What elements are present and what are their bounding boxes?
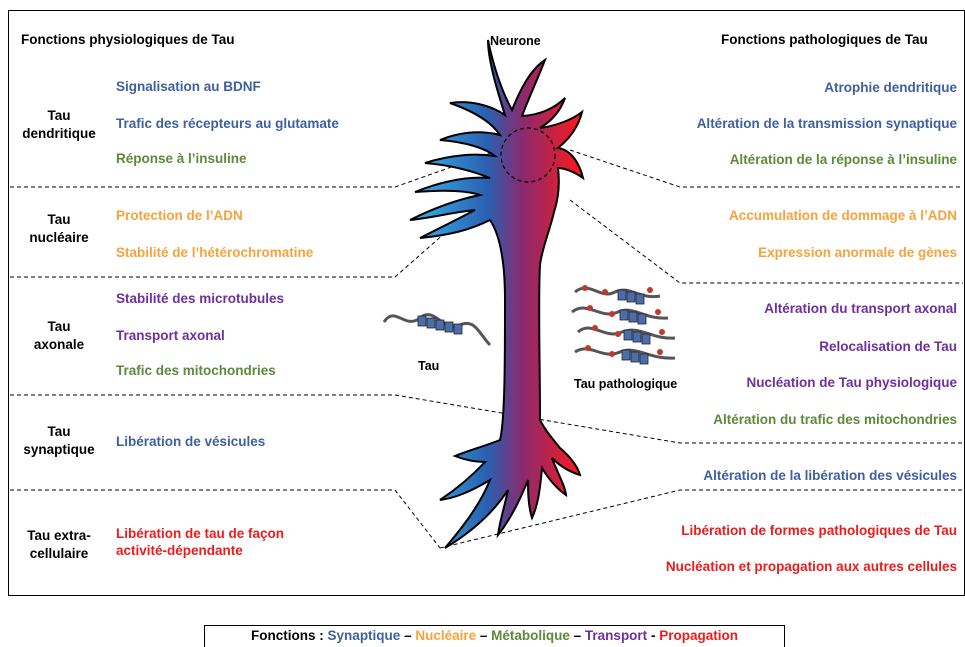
legend-prefix: Fonctions : — [251, 628, 328, 643]
left-item-transport-axonal: Transport axonal — [116, 328, 225, 343]
left-item-mitochondries: Trafic des mitochondries — [116, 363, 276, 378]
legend-sep-4: - — [647, 628, 660, 643]
category-extracellulaire: Tau extra- cellulaire — [27, 528, 91, 561]
right-item-transmission: Altération de la transmission synaptique — [696, 116, 957, 131]
right-item-atrophie: Atrophie dendritique — [824, 80, 957, 95]
right-item-mitochondries: Altération du trafic des mitochondries — [713, 412, 957, 427]
neuron-shape — [409, 39, 585, 549]
tau-pathologique-icon — [571, 286, 676, 360]
legend-propagation: Propagation — [659, 628, 738, 643]
category-dendritique: Tau dendritique — [22, 108, 96, 141]
category-axonale: Tau axonale — [33, 319, 85, 352]
separator-right-2 — [569, 199, 963, 284]
left-item-insuline: Réponse à l’insuline — [116, 151, 247, 166]
legend-nucleaire: Nucléaire — [415, 628, 477, 643]
category-nucleaire: Tau nucléaire — [29, 212, 89, 245]
neuron-label: Neurone — [490, 34, 541, 48]
right-item-relocalisation: Relocalisation de Tau — [819, 339, 957, 354]
right-item-transport: Altération du transport axonal — [764, 301, 957, 316]
right-item-formes-pathologiques: Libération de formes pathologiques de Ta… — [681, 523, 957, 538]
tau-label: Tau — [418, 359, 440, 373]
legend-sep-3: – — [569, 628, 585, 643]
separator-right-3 — [394, 394, 963, 444]
left-item-adn: Protection de l’ADN — [116, 208, 243, 223]
left-item-microtubules: Stabilité des microtubules — [116, 291, 285, 306]
left-item-liberation-tau: Libération de tau de façon activité-dépe… — [116, 526, 285, 558]
separator-right-1 — [569, 149, 963, 188]
right-item-nucleation-physio: Nucléation de Tau physiologique — [746, 375, 957, 390]
left-item-glutamate: Trafic des récepteurs au glutamate — [116, 116, 339, 131]
legend-metabolique: Métabolique — [491, 628, 570, 643]
tau-pathologique-label: Tau pathologique — [574, 377, 678, 391]
separator-left-2 — [10, 179, 506, 278]
separator-left-4 — [10, 489, 441, 549]
left-item-heterochromatine: Stabilité de l’hétérochromatine — [116, 245, 314, 260]
legend-transport: Transport — [584, 628, 648, 643]
legend-synaptique: Synaptique — [327, 628, 401, 643]
left-item-bdnf: Signalisation au BDNF — [116, 79, 261, 94]
right-item-dommage-adn: Accumulation de dommage à l’ADN — [728, 208, 957, 223]
right-item-propagation: Nucléation et propagation aux autres cel… — [665, 559, 957, 574]
separator-right-4 — [439, 489, 963, 549]
legend-sep-1: – — [400, 628, 416, 643]
phosphorylation-dots — [582, 285, 665, 357]
right-item-expression: Expression anormale de gènes — [758, 245, 957, 260]
tau-pathologique-repeats — [617, 289, 651, 365]
header-pathologique: Fonctions pathologiques de Tau — [721, 32, 928, 47]
right-item-vesicules: Altération de la libération des vésicule… — [703, 468, 957, 483]
nucleus-circle — [500, 127, 556, 183]
legend-sep-2: – — [476, 628, 492, 643]
right-item-insuline: Altération de la réponse à l’insuline — [729, 152, 957, 167]
legend-box: Fonctions : Synaptique – Nucléaire – Mét… — [204, 625, 785, 647]
tau-molecule-icon — [382, 313, 492, 347]
header-physiologique: Fonctions physiologiques de Tau — [21, 32, 235, 47]
separator-left-1 — [10, 147, 506, 188]
category-synaptique: Tau synaptique — [23, 424, 95, 457]
left-item-vesicules: Libération de vésicules — [116, 434, 266, 449]
